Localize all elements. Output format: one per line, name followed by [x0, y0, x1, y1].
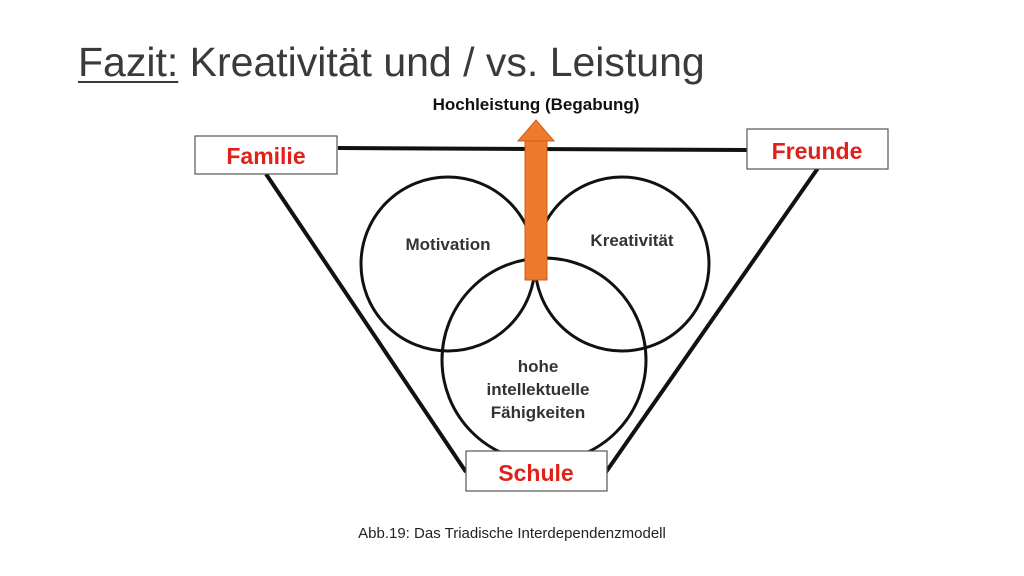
title-lead: Fazit: — [78, 39, 179, 85]
label-intellect-1: hohe — [518, 357, 559, 376]
label-intellect-3: Fähigkeiten — [491, 403, 585, 422]
box-schule — [465, 450, 608, 492]
box-schule-label: Schule — [498, 460, 573, 486]
hochleistung-arrow — [516, 119, 556, 281]
label-intellect-2: intellektuelle — [487, 380, 590, 399]
line-familie-schule — [264, 172, 468, 474]
box-familie — [194, 135, 338, 175]
slide-title: Fazit: Kreativität und / vs. Leistung — [78, 42, 705, 83]
top-label: Hochleistung (Begabung) — [433, 95, 640, 114]
label-motivation: Motivation — [406, 235, 491, 254]
figure-caption: Abb.19: Das Triadische Interdependenzmod… — [358, 525, 666, 542]
title-rest: Kreativität und / vs. Leistung — [178, 39, 705, 85]
box-familie-label: Familie — [226, 143, 305, 169]
box-freunde — [746, 128, 889, 170]
circle-kreativitaet — [533, 175, 711, 353]
box-freunde-label: Freunde — [772, 138, 863, 164]
label-kreativitaet: Kreativität — [590, 231, 673, 250]
line-freunde-schule — [604, 166, 820, 474]
